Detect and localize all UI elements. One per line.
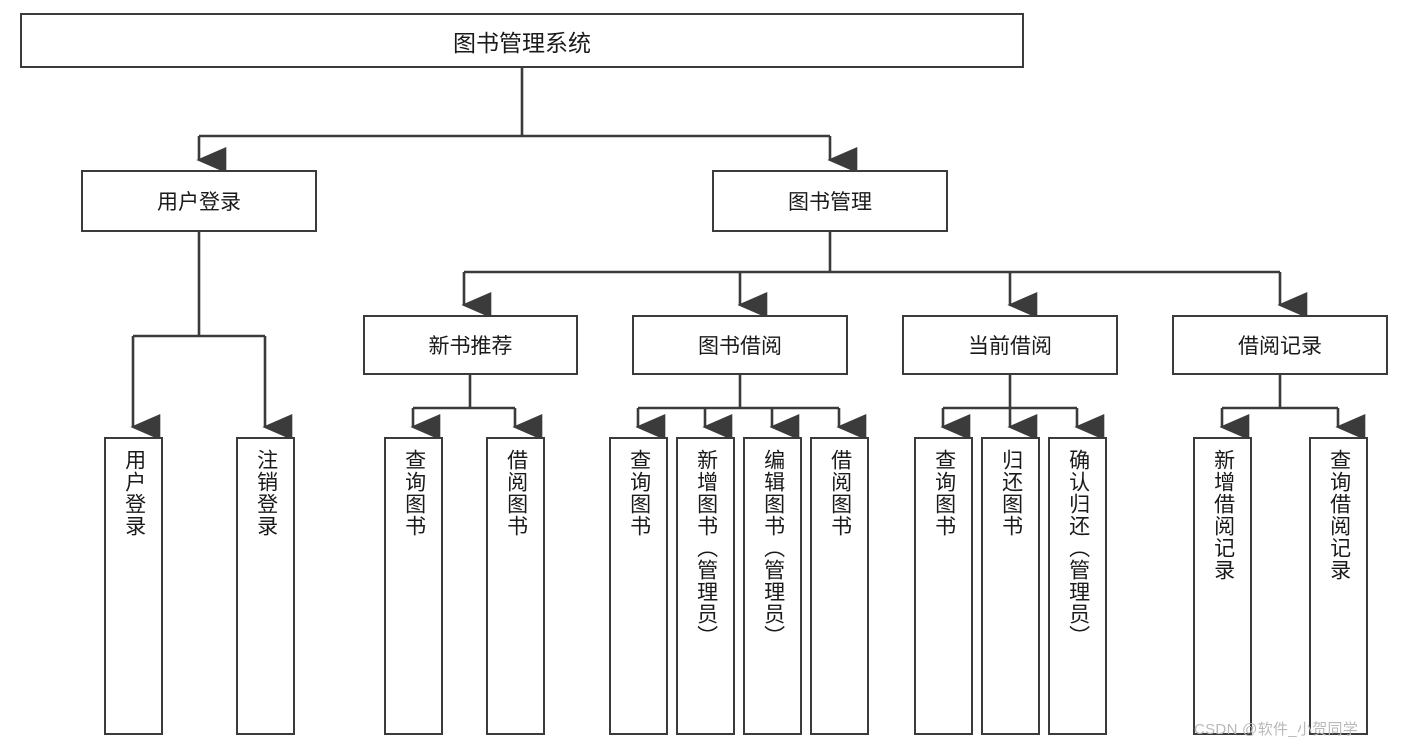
leaf-record-add-record[interactable]: 新增借阅记录 xyxy=(1193,437,1252,735)
leaf-label: 用户登录 xyxy=(122,449,146,537)
node-label: 当前借阅 xyxy=(968,335,1052,358)
leaf-user-login-logout[interactable]: 注销登录 xyxy=(236,437,295,735)
leaf-label: 查询借阅记录 xyxy=(1327,449,1351,581)
node-label: 新书推荐 xyxy=(428,335,513,358)
node-label: 图书管理 xyxy=(788,191,872,214)
node-user-login[interactable]: 用户登录 xyxy=(81,170,317,232)
node-label: 用户登录 xyxy=(157,191,241,214)
node-label: 图书借阅 xyxy=(698,335,782,358)
node-label: 借阅记录 xyxy=(1238,335,1322,358)
node-borrow-record[interactable]: 借阅记录 xyxy=(1172,315,1388,375)
leaf-label: 注销登录 xyxy=(254,449,278,537)
leaf-label: 新增图书（管理员） xyxy=(694,449,718,647)
leaf-label: 借阅图书 xyxy=(828,449,852,537)
leaf-current-return-book[interactable]: 归还图书 xyxy=(981,437,1040,735)
leaf-label: 编辑图书（管理员） xyxy=(761,449,785,647)
leaf-label: 查询图书 xyxy=(627,449,651,537)
watermark-csdn: CSDN @软件_小贺同学 xyxy=(1194,721,1359,738)
leaf-borrow-add-book-admin[interactable]: 新增图书（管理员） xyxy=(676,437,735,735)
leaf-recommend-borrow-book[interactable]: 借阅图书 xyxy=(486,437,545,735)
node-book-borrow[interactable]: 图书借阅 xyxy=(632,315,848,375)
leaf-borrow-query-book[interactable]: 查询图书 xyxy=(609,437,668,735)
leaf-label: 归还图书 xyxy=(999,449,1023,537)
node-current-borrow[interactable]: 当前借阅 xyxy=(902,315,1118,375)
leaf-label: 确认归还（管理员） xyxy=(1066,449,1090,647)
leaf-current-query-book[interactable]: 查询图书 xyxy=(914,437,973,735)
node-label: 图书管理系统 xyxy=(453,29,591,56)
leaf-borrow-edit-book-admin[interactable]: 编辑图书（管理员） xyxy=(743,437,802,735)
leaf-label: 查询图书 xyxy=(932,449,956,537)
node-root-system[interactable]: 图书管理系统 xyxy=(20,13,1024,68)
leaf-borrow-borrow-book[interactable]: 借阅图书 xyxy=(810,437,869,735)
node-book-management[interactable]: 图书管理 xyxy=(712,170,948,232)
leaf-user-login-login[interactable]: 用户登录 xyxy=(104,437,163,735)
leaf-current-confirm-return-admin[interactable]: 确认归还（管理员） xyxy=(1048,437,1107,735)
leaf-label: 新增借阅记录 xyxy=(1211,449,1235,581)
leaf-recommend-query-book[interactable]: 查询图书 xyxy=(384,437,443,735)
node-new-book-recommend[interactable]: 新书推荐 xyxy=(363,315,578,375)
leaf-label: 查询图书 xyxy=(402,449,426,537)
leaf-record-query-record[interactable]: 查询借阅记录 xyxy=(1309,437,1368,735)
leaf-label: 借阅图书 xyxy=(504,449,528,537)
